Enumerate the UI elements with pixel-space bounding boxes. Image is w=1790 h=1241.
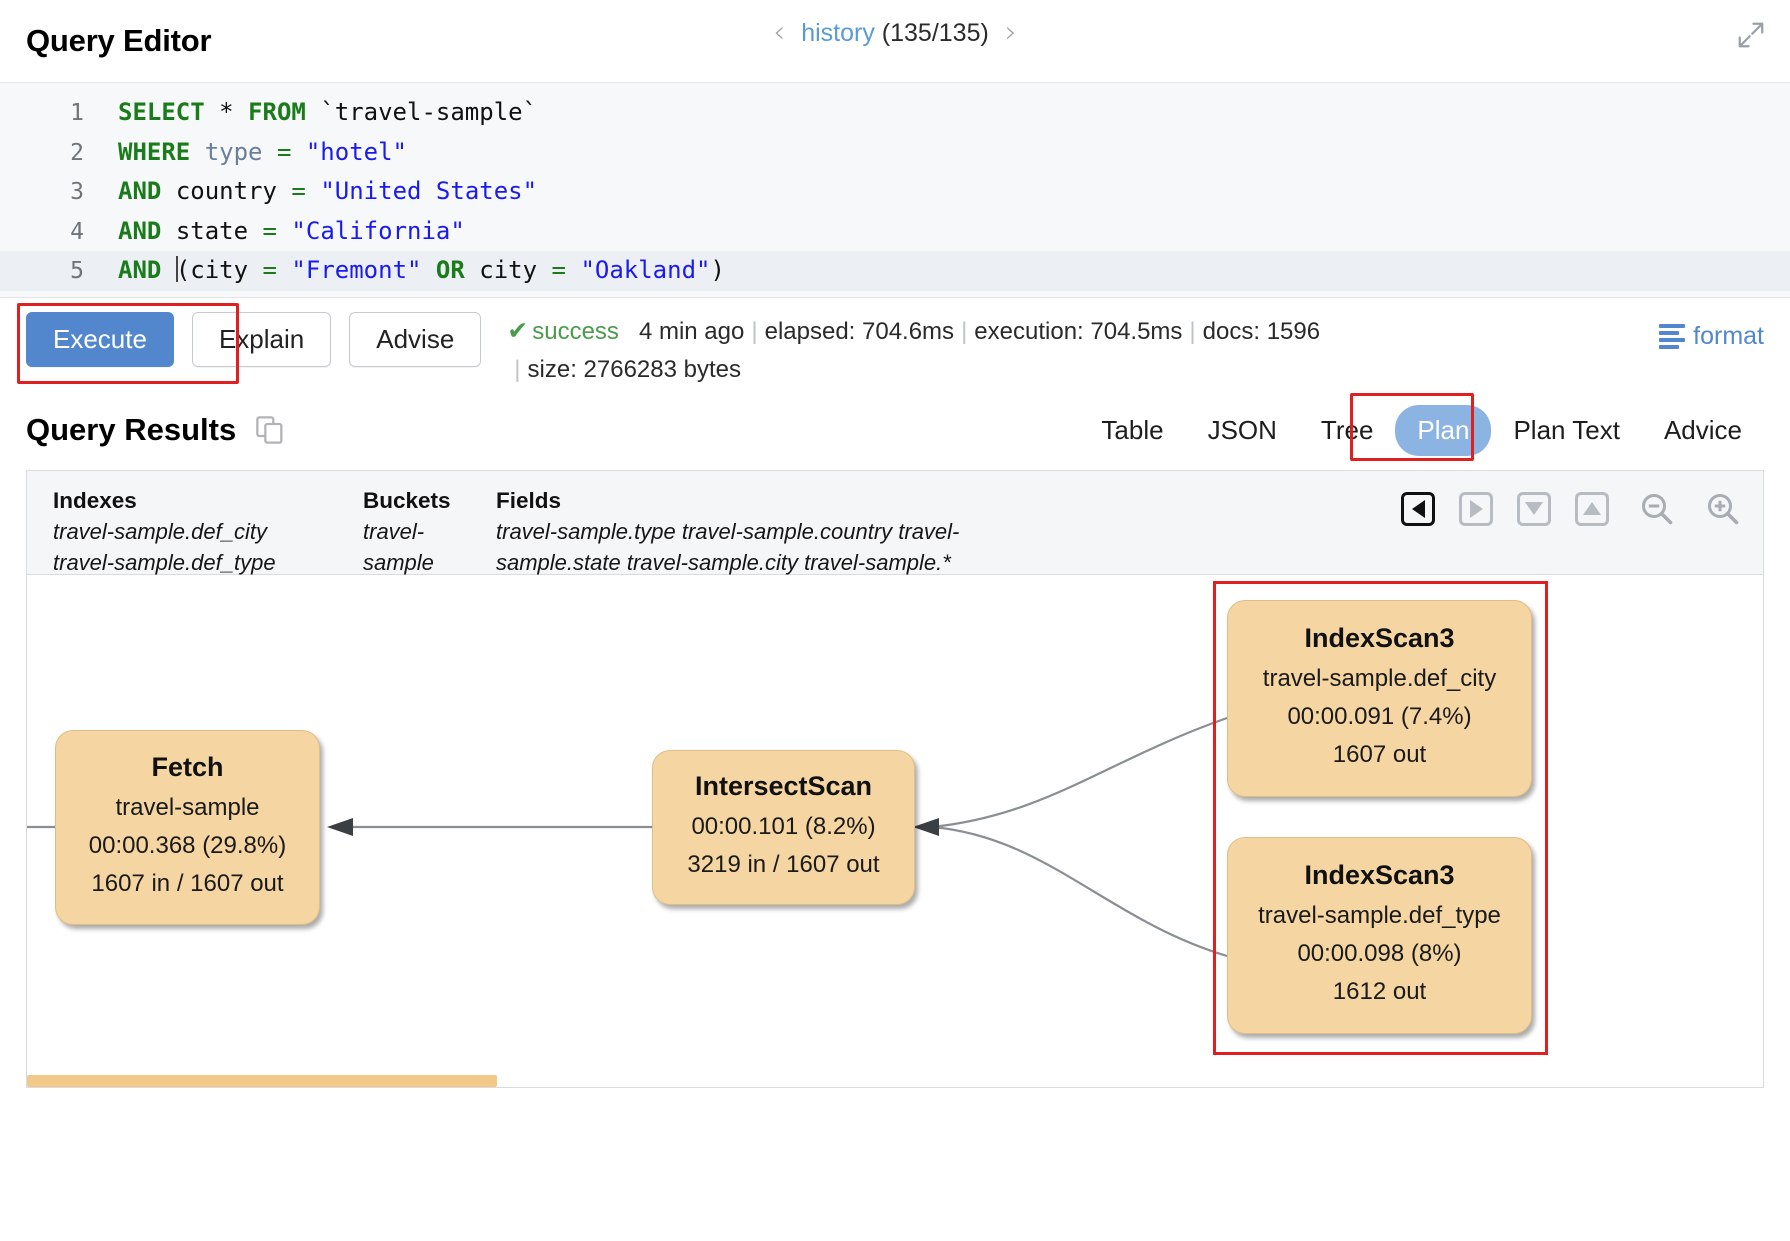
node-title: IndexScan3 [1304, 859, 1455, 890]
code-line-1[interactable]: 1 SELECT * FROM `travel-sample` [0, 93, 1790, 133]
zoom-in-button[interactable] [1705, 491, 1741, 527]
meta-buckets-header: Buckets [363, 487, 451, 513]
step-down-button[interactable] [1517, 491, 1551, 526]
plan-node-fetch[interactable]: Fetch travel-sample 00:00.368 (29.8%) 16… [55, 729, 320, 925]
expand-icon[interactable] [1736, 20, 1766, 50]
code-line-2[interactable]: 2 WHERE type = "hotel" [0, 133, 1790, 173]
plan-canvas[interactable]: Fetch travel-sample 00:00.368 (29.8%) 16… [27, 574, 1763, 1087]
plan-meta-bar: Indexes travel-sample.def_city travel-sa… [27, 470, 1763, 578]
triangle-left-icon [1411, 499, 1425, 518]
format-icon [1659, 323, 1686, 349]
plan-toolbar [1401, 485, 1741, 527]
meta-bucket-value: sample [363, 549, 434, 575]
zoom-out-button[interactable] [1639, 491, 1675, 527]
triangle-down-icon [1525, 502, 1543, 515]
tab-table[interactable]: Table [1101, 414, 1164, 445]
results-header: Query Results Table JSON Tree Plan Plan … [0, 392, 1790, 470]
code-text: WHERE type = "hotel" [118, 137, 408, 166]
text-cursor [175, 256, 178, 282]
status-docs: docs: 1596 [1202, 317, 1321, 345]
query-editor[interactable]: 1 SELECT * FROM `travel-sample` 2 WHERE … [0, 82, 1790, 298]
tab-tree[interactable]: Tree [1320, 414, 1374, 445]
plan-node-intersectscan[interactable]: IntersectScan 00:00.101 (8.2%) 3219 in /… [652, 749, 915, 905]
status-state: success [532, 317, 619, 345]
node-title: IntersectScan [694, 770, 873, 801]
format-label: format [1693, 321, 1764, 350]
history-next-icon[interactable]: › [1004, 15, 1017, 50]
query-status: ✔success 4 min ago|elapsed: 704.6ms|exec… [507, 316, 1321, 383]
status-elapsed: elapsed: 704.6ms [764, 317, 955, 345]
plan-panel: Indexes travel-sample.def_city travel-sa… [26, 469, 1764, 1088]
meta-indexes-header: Indexes [53, 487, 137, 513]
code-text: AND (city = "Fremont" OR city = "Oakland… [118, 256, 725, 284]
format-button[interactable]: format [1659, 322, 1764, 351]
node-detail: 1607 in / 1607 out [91, 869, 284, 897]
node-title: IndexScan3 [1304, 622, 1455, 653]
plan-node-indexscan3-type[interactable]: IndexScan3 travel-sample.def_type 00:00.… [1227, 836, 1532, 1034]
execute-button[interactable]: Execute [26, 311, 174, 367]
node-detail: 00:00.101 (8.2%) [691, 812, 876, 840]
meta-fields-header: Fields [496, 487, 562, 513]
node-detail: 00:00.098 (8%) [1297, 939, 1462, 967]
advise-button[interactable]: Advise [349, 311, 482, 367]
code-text: AND state = "California" [118, 216, 465, 245]
page-title: Query Editor [26, 23, 212, 58]
code-line-3[interactable]: 3 AND country = "United States" [0, 172, 1790, 212]
node-detail: travel-sample [115, 793, 260, 821]
line-number: 3 [70, 179, 84, 205]
code-line-5[interactable]: 5 AND (city = "Fremont" OR city = "Oakla… [0, 251, 1790, 291]
page-header: Query Editor ‹ history (135/135) › [0, 0, 1790, 82]
line-number: 2 [70, 139, 84, 166]
meta-fields-line: sample.state travel-sample.city travel-s… [496, 549, 951, 575]
tab-json[interactable]: JSON [1207, 414, 1277, 445]
action-buttons: Execute Explain Advise [17, 302, 482, 384]
status-execution: execution: 704.5ms [974, 317, 1183, 345]
line-number: 1 [70, 100, 84, 126]
meta-indexes: Indexes travel-sample.def_city travel-sa… [53, 485, 363, 578]
meta-index-value: travel-sample.def_type [53, 549, 276, 575]
history-navigation: ‹ history (135/135) › [0, 18, 1790, 48]
meta-fields: Fields travel-sample.type travel-sample.… [496, 485, 996, 578]
plan-node-indexscan3-city[interactable]: IndexScan3 travel-sample.def_city 00:00.… [1227, 599, 1532, 797]
tab-advice[interactable]: Advice [1663, 414, 1742, 445]
node-title: Fetch [151, 751, 224, 782]
horizontal-scrollbar[interactable] [27, 1074, 1763, 1087]
step-up-button[interactable] [1575, 491, 1609, 526]
meta-fields-line: travel-sample.type travel-sample.country… [496, 518, 960, 544]
tab-plan[interactable]: Plan [1395, 404, 1492, 456]
node-detail: travel-sample.def_city [1262, 664, 1497, 692]
code-text: AND country = "United States" [118, 177, 538, 205]
history-label: history (135/135) [801, 19, 989, 48]
code-text: SELECT * FROM `travel-sample` [118, 98, 538, 126]
results-tabs: Table JSON Tree Plan Plan Text Advice [1079, 392, 1764, 461]
step-left-button[interactable] [1401, 491, 1435, 526]
check-icon: ✔ [507, 316, 529, 345]
node-detail: 00:00.091 (7.4%) [1287, 702, 1472, 730]
code-line-4[interactable]: 4 AND state = "California" [0, 212, 1790, 252]
node-detail: 1612 out [1332, 977, 1427, 1005]
explain-button[interactable]: Explain [191, 311, 332, 367]
copy-icon[interactable] [254, 414, 286, 446]
node-detail: 3219 in / 1607 out [687, 850, 880, 878]
triangle-right-icon [1469, 499, 1483, 518]
status-time-ago: 4 min ago [638, 317, 745, 345]
triangle-up-icon [1583, 502, 1601, 515]
meta-bucket-value: travel- [363, 518, 425, 544]
step-right-button[interactable] [1459, 491, 1493, 526]
meta-buckets: Buckets travel- sample [363, 485, 496, 578]
meta-index-value: travel-sample.def_city [53, 518, 267, 544]
results-title: Query Results [26, 412, 237, 447]
line-number: 5 [70, 258, 84, 284]
node-detail: 1607 out [1332, 740, 1427, 768]
action-bar: Execute Explain Advise ✔success 4 min ag… [0, 298, 1790, 399]
history-count: (135/135) [881, 18, 989, 47]
history-prev-icon[interactable]: ‹ [773, 15, 786, 50]
scrollbar-thumb[interactable] [27, 1074, 497, 1087]
history-link[interactable]: history [801, 18, 875, 47]
status-size: size: 2766283 bytes [527, 355, 741, 383]
tab-plan-text[interactable]: Plan Text [1513, 414, 1620, 445]
node-detail: 00:00.368 (29.8%) [88, 831, 287, 859]
node-detail: travel-sample.def_type [1258, 901, 1501, 929]
line-number: 4 [70, 218, 84, 245]
